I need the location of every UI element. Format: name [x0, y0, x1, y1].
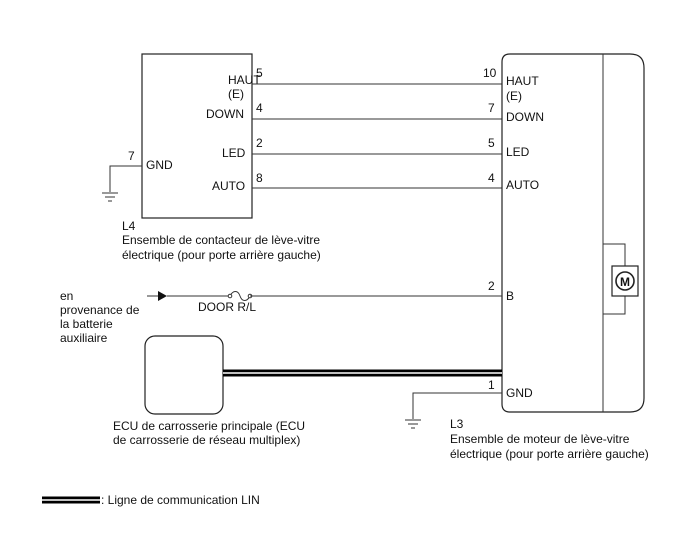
- switch-pin-5-num: 5: [256, 66, 263, 80]
- motor-pin-led-label: LED: [506, 145, 530, 159]
- switch-box: [141, 53, 253, 219]
- switch-desc-line2: électrique (pour porte arrière gauche): [122, 248, 321, 262]
- fuse-label: DOOR R/L: [198, 300, 256, 314]
- motor-pin-haut-label-e: (E): [506, 89, 522, 103]
- motor-desc-line2: électrique (pour porte arrière gauche): [450, 447, 649, 461]
- motor-ground-icon: [405, 419, 421, 429]
- motor-id: L3: [450, 417, 464, 431]
- motor-pin-4-num: 4: [488, 171, 495, 185]
- legend-label: : Ligne de communication LIN: [101, 493, 260, 507]
- switch-pin-auto-label: AUTO: [212, 179, 245, 193]
- motor-wire-bottom: [603, 296, 626, 315]
- motor-pin-gnd-label: GND: [506, 386, 533, 400]
- battery-arrow-icon: [158, 291, 167, 301]
- fuse-icon: [229, 291, 251, 301]
- switch-pin-down-label: DOWN: [206, 107, 244, 121]
- switch-id: L4: [122, 219, 136, 233]
- motor-pin-1-num: 1: [488, 378, 495, 392]
- ecu-box: [144, 335, 224, 415]
- switch-ground-icon: [102, 192, 118, 202]
- motor-wire-top: [603, 243, 626, 266]
- motor-pin-5-num: 5: [488, 136, 495, 150]
- switch-pin-gnd-label: GND: [146, 158, 173, 172]
- motor-ground-wire: [412, 392, 502, 419]
- motor-symbol: M: [620, 275, 630, 289]
- motor-pin-10-num: 10: [483, 66, 497, 80]
- motor-pin-7-num: 7: [488, 101, 495, 115]
- motor-pin-2-num: 2: [488, 279, 495, 293]
- motor-pin-b-label: B: [506, 289, 514, 303]
- battery-line1: en: [60, 289, 73, 303]
- motor-box: [501, 53, 645, 413]
- motor-pin-down-label: DOWN: [506, 110, 544, 124]
- battery-line4: auxiliaire: [60, 331, 108, 345]
- switch-pin-7-num: 7: [128, 149, 135, 163]
- ecu-line2: de carrosserie de réseau multiplex): [113, 433, 300, 447]
- switch-pin-led-label: LED: [222, 146, 246, 160]
- switch-pin-2-num: 2: [256, 136, 263, 150]
- switch-pin-haut-label-e: (E): [228, 87, 244, 101]
- motor-pin-haut-label: HAUT: [506, 74, 539, 88]
- motor-icon: [615, 271, 635, 291]
- switch-pin-8-num: 8: [256, 171, 263, 185]
- ecu-line1: ECU de carrosserie principale (ECU: [113, 419, 305, 433]
- motor-desc-line1: Ensemble de moteur de lève-vitre: [450, 432, 630, 446]
- battery-line2: provenance de: [60, 303, 140, 317]
- switch-pin-4-num: 4: [256, 101, 263, 115]
- motor-pin-auto-label: AUTO: [506, 178, 539, 192]
- switch-desc-line1: Ensemble de contacteur de lève-vitre: [122, 233, 320, 247]
- fuse-terminal-left: [227, 293, 233, 299]
- switch-ground-wire: [109, 165, 142, 192]
- battery-line3: la batterie: [60, 317, 113, 331]
